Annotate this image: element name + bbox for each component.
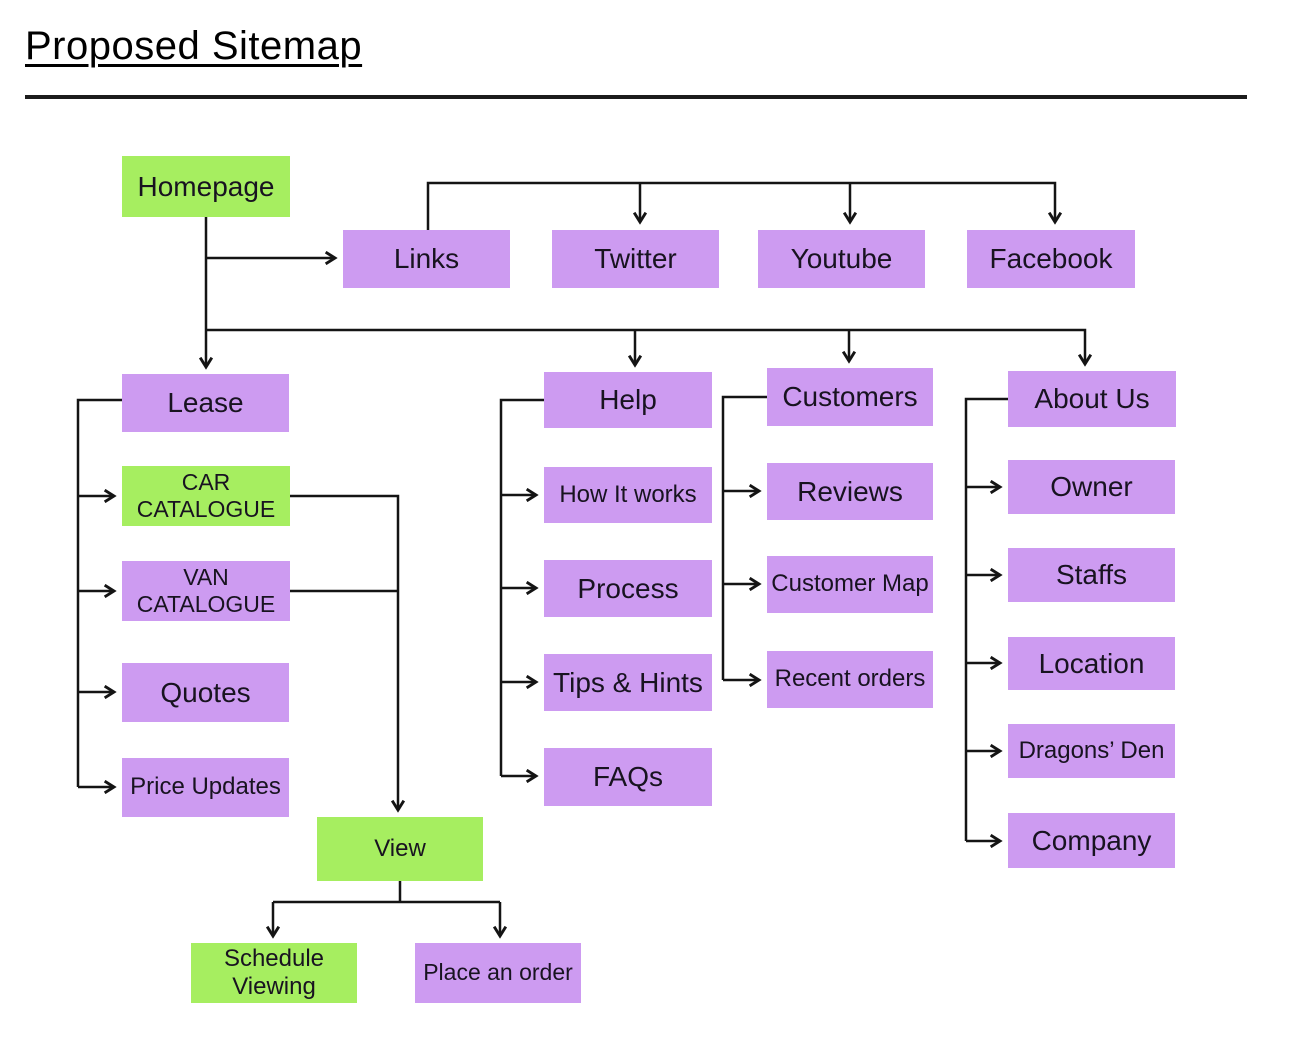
- node-twitter: Twitter: [552, 230, 719, 288]
- node-youtube: Youtube: [758, 230, 925, 288]
- node-car-catalogue: CAR CATALOGUE: [122, 466, 290, 526]
- node-facebook: Facebook: [967, 230, 1135, 288]
- title-divider: [25, 95, 1247, 99]
- node-lease: Lease: [122, 374, 289, 432]
- node-links: Links: [343, 230, 510, 288]
- node-location: Location: [1008, 637, 1175, 690]
- node-about-us: About Us: [1008, 371, 1176, 427]
- node-price-updates: Price Updates: [122, 758, 289, 817]
- node-process: Process: [544, 560, 712, 617]
- node-schedule-viewing: Schedule Viewing: [191, 943, 357, 1003]
- node-place-an-order: Place an order: [415, 943, 581, 1003]
- node-reviews: Reviews: [767, 463, 933, 520]
- node-recent-orders: Recent orders: [767, 651, 933, 708]
- node-homepage: Homepage: [122, 156, 290, 217]
- node-faqs: FAQs: [544, 748, 712, 806]
- node-how-it-works: How It works: [544, 467, 712, 523]
- node-company: Company: [1008, 813, 1175, 868]
- node-dragons-den: Dragons’ Den: [1008, 724, 1175, 778]
- node-staffs: Staffs: [1008, 548, 1175, 602]
- node-customers: Customers: [767, 368, 933, 426]
- node-tips-and-hints: Tips & Hints: [544, 654, 712, 711]
- node-view: View: [317, 817, 483, 881]
- connectors-group: [76, 181, 1085, 936]
- node-customer-map: Customer Map: [767, 556, 933, 613]
- node-quotes: Quotes: [122, 663, 289, 722]
- node-van-catalogue: VAN CATALOGUE: [122, 561, 290, 621]
- page-title: Proposed Sitemap: [25, 24, 363, 68]
- node-owner: Owner: [1008, 460, 1175, 514]
- node-help: Help: [544, 372, 712, 428]
